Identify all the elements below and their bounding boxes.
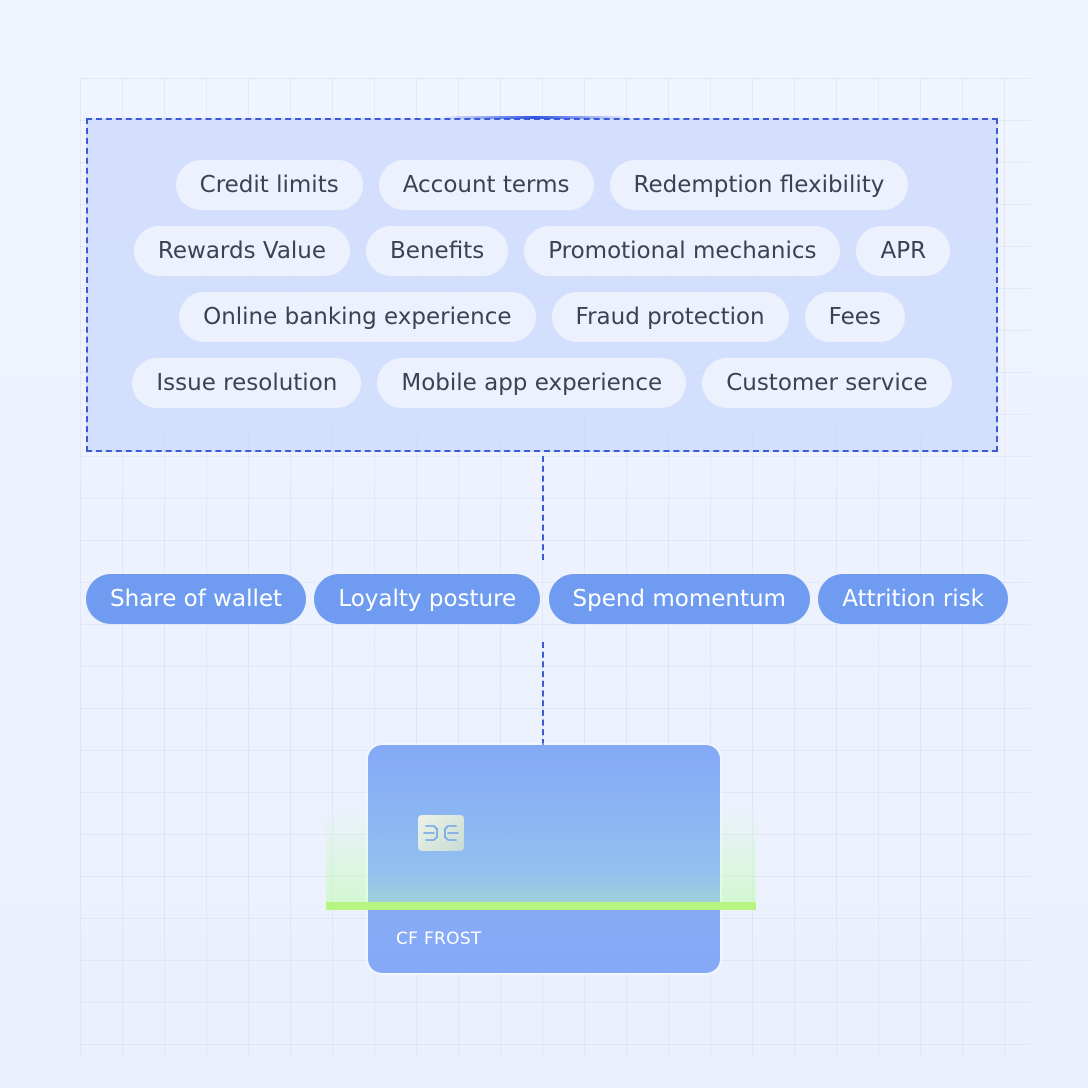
metric-row: Share of wallet Loyalty posture Spend mo… xyxy=(86,574,1008,624)
sim-chip-icon xyxy=(418,815,464,851)
factor-chip-apr: APR xyxy=(856,226,951,276)
factor-chip-rewards-value: Rewards Value xyxy=(133,226,351,276)
metric-pill-share-of-wallet: Share of wallet xyxy=(86,574,307,624)
factor-row-3: Online banking experience Fraud protecti… xyxy=(86,292,998,342)
factor-chip-fees: Fees xyxy=(804,292,905,342)
factor-chip-online-banking-experience: Online banking experience xyxy=(179,292,536,342)
factor-row-2: Rewards Value Benefits Promotional mecha… xyxy=(86,226,998,276)
factor-chip-issue-resolution: Issue resolution xyxy=(132,358,362,408)
factor-chip-benefits: Benefits xyxy=(366,226,509,276)
factor-chip-credit-limits: Credit limits xyxy=(175,160,363,210)
factor-chip-customer-service: Customer service xyxy=(702,358,952,408)
connector-line-upper xyxy=(542,456,544,560)
factor-chip-mobile-app-experience: Mobile app experience xyxy=(377,358,687,408)
factor-chip-account-terms: Account terms xyxy=(378,160,594,210)
connector-line-lower xyxy=(542,642,544,745)
factor-row-1: Credit limits Account terms Redemption f… xyxy=(86,160,998,210)
scan-line xyxy=(326,902,756,910)
factor-chip-promotional-mechanics: Promotional mechanics xyxy=(524,226,841,276)
factor-row-4: Issue resolution Mobile app experience C… xyxy=(86,358,998,408)
metric-pill-attrition-risk: Attrition risk xyxy=(818,574,1008,624)
factor-chip-fraud-protection: Fraud protection xyxy=(551,292,789,342)
metric-pill-loyalty-posture: Loyalty posture xyxy=(314,574,541,624)
metric-pill-spend-momentum: Spend momentum xyxy=(548,574,810,624)
credit-card: CF FROST xyxy=(368,745,720,973)
factor-box-glow xyxy=(440,116,630,119)
card-name-label: CF FROST xyxy=(396,929,482,949)
factor-chip-redemption-flexibility: Redemption flexibility xyxy=(609,160,909,210)
